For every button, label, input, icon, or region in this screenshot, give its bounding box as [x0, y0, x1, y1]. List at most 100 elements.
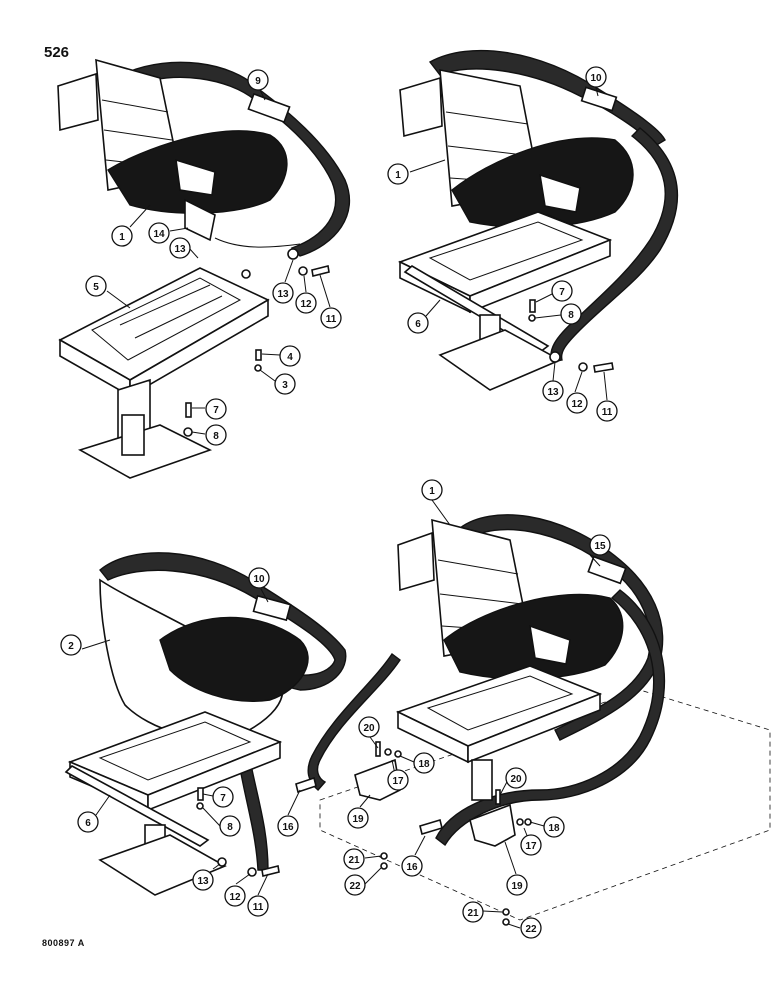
bl-mount-tube [64, 765, 210, 847]
bl-seat-padding [159, 616, 309, 702]
svg-text:18: 18 [548, 823, 560, 834]
tl-assembly [57, 58, 351, 479]
svg-text:11: 11 [253, 902, 264, 913]
callout: 18 [543, 816, 565, 838]
leader-lines [81, 87, 608, 929]
callout: 6 [77, 811, 99, 833]
callout: 22 [520, 917, 542, 939]
callout: 11 [247, 895, 269, 917]
page-number: 526 [44, 44, 70, 61]
svg-text:16: 16 [406, 862, 418, 873]
svg-text:2: 2 [68, 641, 74, 652]
tr-belt-buckle [580, 86, 618, 112]
svg-text:15: 15 [594, 541, 606, 552]
br-mount-bracket-left [354, 758, 401, 801]
svg-text:10: 10 [590, 73, 602, 84]
callout: 11 [320, 307, 342, 329]
svg-text:6: 6 [415, 319, 421, 330]
tr-armrest-bracket [399, 76, 443, 138]
svg-text:7: 7 [213, 405, 219, 416]
callout: 20 [358, 716, 380, 738]
tr-seat-belt-left [428, 49, 666, 147]
callout: 7 [212, 786, 234, 808]
callout: 4 [279, 345, 301, 367]
callout: 15 [589, 534, 611, 556]
callout: 16 [401, 855, 423, 877]
svg-text:6: 6 [85, 818, 91, 829]
callout: 8 [205, 424, 227, 446]
callout: 11 [596, 400, 618, 422]
br-armrest-bracket [397, 531, 435, 592]
svg-text:16: 16 [282, 822, 294, 833]
callout: 18 [413, 752, 435, 774]
callout: 20 [505, 767, 527, 789]
callout: 1 [387, 163, 409, 185]
svg-text:11: 11 [602, 407, 613, 418]
callout: 10 [585, 66, 607, 88]
svg-text:13: 13 [197, 876, 209, 887]
tl-hinge-plate [184, 198, 216, 242]
callout: 19 [506, 874, 528, 896]
br-mount-bracket-right [469, 803, 516, 847]
callout: 21 [462, 901, 484, 923]
svg-text:7: 7 [220, 793, 226, 804]
svg-text:21: 21 [467, 908, 479, 919]
callout: 12 [566, 392, 588, 414]
callout: 12 [295, 292, 317, 314]
callout: 9 [247, 69, 269, 91]
svg-text:13: 13 [547, 387, 559, 398]
svg-text:8: 8 [568, 310, 574, 321]
tl-belt-buckle [247, 92, 291, 124]
svg-text:8: 8 [227, 822, 233, 833]
svg-text:5: 5 [93, 282, 99, 293]
svg-text:4: 4 [287, 352, 293, 363]
callout: 7 [205, 398, 227, 420]
svg-text:7: 7 [559, 287, 565, 298]
svg-text:1: 1 [429, 486, 435, 497]
svg-text:12: 12 [571, 399, 583, 410]
figure-code: 800897 A [42, 938, 85, 948]
svg-text:1: 1 [119, 232, 125, 243]
callout: 13 [192, 869, 214, 891]
br-seat-belt-right [435, 589, 666, 847]
callout: 8 [219, 815, 241, 837]
tl-armrest-bracket [57, 72, 99, 132]
svg-text:17: 17 [525, 841, 537, 852]
bl-belt-buckle [252, 594, 292, 622]
tr-base-plate [438, 329, 562, 391]
callout: 2 [60, 634, 82, 656]
callout: 6 [407, 312, 429, 334]
callout: 5 [85, 275, 107, 297]
callout: 12 [224, 885, 246, 907]
callout: 13 [169, 237, 191, 259]
callout: 14 [148, 222, 170, 244]
callout: 17 [520, 834, 542, 856]
bl-assembly [64, 552, 347, 896]
svg-text:13: 13 [174, 244, 186, 255]
callout: 8 [560, 303, 582, 325]
svg-text:12: 12 [300, 299, 312, 310]
callout: 10 [248, 567, 270, 589]
br-seat-belt-drop [307, 652, 401, 791]
callout: 16 [277, 815, 299, 837]
svg-text:18: 18 [418, 759, 430, 770]
callout: 1 [111, 225, 133, 247]
callout: 19 [347, 807, 369, 829]
svg-text:20: 20 [363, 723, 375, 734]
svg-text:9: 9 [255, 76, 261, 87]
br-assembly [295, 514, 771, 926]
svg-text:1: 1 [395, 170, 401, 181]
callout: 13 [542, 380, 564, 402]
tr-assembly [397, 49, 679, 391]
callout: 1 [421, 479, 443, 501]
callout: 17 [387, 769, 409, 791]
svg-text:17: 17 [392, 776, 404, 787]
callout: 7 [551, 280, 573, 302]
svg-text:10: 10 [253, 574, 265, 585]
svg-text:22: 22 [349, 881, 361, 892]
svg-text:20: 20 [510, 774, 522, 785]
svg-text:8: 8 [213, 431, 219, 442]
svg-text:19: 19 [511, 881, 523, 892]
callout: 13 [272, 282, 294, 304]
